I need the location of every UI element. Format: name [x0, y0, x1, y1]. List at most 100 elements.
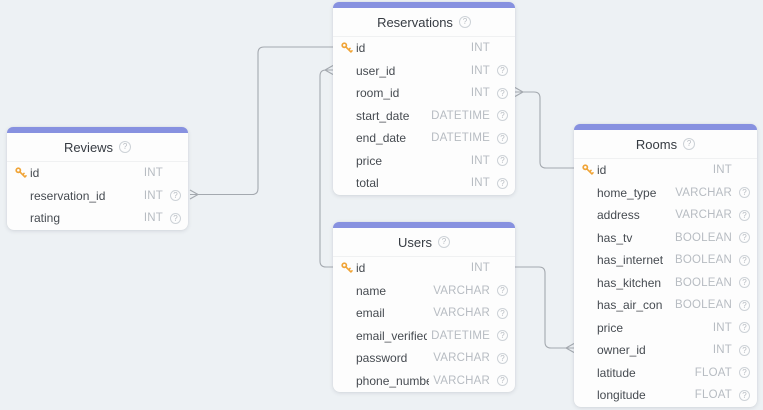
help-slot: ? [495, 110, 508, 122]
field-help-icon[interactable]: ? [497, 132, 508, 144]
field-name: has_internet [597, 253, 664, 268]
table-help-icon[interactable]: ? [458, 16, 471, 28]
table-help-icon[interactable]: ? [437, 236, 450, 248]
field-row-price[interactable]: price INT? [333, 150, 515, 173]
primary-key-icon [582, 164, 594, 175]
field-type: VARCHAR [433, 284, 490, 297]
field-help-icon[interactable]: ? [739, 277, 750, 289]
field-type: DATETIME [431, 132, 490, 145]
crowfoot-icon [514, 87, 524, 97]
field-type: BOOLEAN [674, 276, 732, 289]
field-type: VARCHAR [433, 374, 490, 387]
table-help-icon[interactable]: ? [683, 138, 696, 150]
field-help-icon[interactable]: ? [739, 254, 750, 266]
table-title-row[interactable]: Rooms? [574, 130, 757, 159]
field-help-icon[interactable]: ? [497, 65, 508, 77]
table-help-icon[interactable]: ? [119, 141, 132, 153]
field-help-icon[interactable]: ? [739, 344, 750, 356]
help-slot: ? [737, 299, 750, 311]
field-type: INT [470, 87, 490, 100]
field-help-icon[interactable]: ? [497, 330, 508, 342]
key-slot [582, 164, 597, 176]
field-help-icon[interactable]: ? [170, 212, 181, 224]
field-help-icon[interactable]: ? [497, 375, 508, 387]
field-name: price [597, 320, 624, 335]
field-help-icon[interactable]: ? [497, 307, 508, 319]
field-help-icon[interactable]: ? [497, 87, 508, 99]
table-title-row[interactable]: Reservations? [333, 8, 515, 37]
field-name: rating [30, 211, 61, 226]
table-title-row[interactable]: Reviews? [7, 133, 188, 162]
field-name: price [356, 153, 383, 168]
field-name: reservation_id [30, 188, 106, 203]
help-slot: ? [737, 254, 750, 266]
help-slot: ? [737, 344, 750, 356]
field-help-icon[interactable]: ? [739, 232, 750, 244]
relationship-line-reviews.reservation_id-to-reservations.id [190, 46, 333, 196]
field-help-icon[interactable]: ? [739, 299, 750, 311]
help-slot: ? [737, 187, 750, 199]
field-help-icon[interactable]: ? [739, 209, 750, 221]
field-row-id[interactable]: id INT [574, 159, 757, 182]
field-help-icon[interactable]: ? [497, 285, 508, 297]
table-title-row[interactable]: Users? [333, 228, 515, 257]
field-help-icon[interactable]: ? [170, 190, 181, 202]
field-type: INT [470, 154, 490, 167]
crowfoot-icon [565, 343, 575, 353]
field-help-icon[interactable]: ? [497, 177, 508, 189]
primary-key-icon [341, 42, 353, 53]
field-help-icon[interactable]: ? [739, 389, 750, 401]
help-slot: ? [737, 367, 750, 379]
field-help-icon[interactable]: ? [739, 367, 750, 379]
key-slot [15, 167, 30, 179]
table-title: Reservations [377, 14, 453, 30]
field-type: BOOLEAN [674, 231, 732, 244]
field-type: INT [470, 262, 490, 275]
crowfoot-icon [189, 189, 199, 200]
field-type: DATETIME [431, 109, 490, 122]
field-row-email_verified[interactable]: email_verified_DATETIME? [333, 325, 515, 348]
field-name: id [597, 163, 607, 178]
field-help-icon[interactable]: ? [739, 187, 750, 199]
field-help-icon[interactable]: ? [497, 110, 508, 122]
field-type: VARCHAR [433, 307, 490, 320]
field-help-icon[interactable]: ? [497, 155, 508, 167]
field-type: INT [712, 164, 732, 177]
field-type: VARCHAR [675, 186, 732, 199]
help-slot: ? [737, 389, 750, 401]
field-type: INT [470, 64, 490, 77]
field-name: has_air_con [597, 298, 663, 313]
field-help-icon[interactable]: ? [497, 352, 508, 364]
field-help-icon[interactable]: ? [739, 322, 750, 334]
field-name: latitude [597, 365, 636, 380]
